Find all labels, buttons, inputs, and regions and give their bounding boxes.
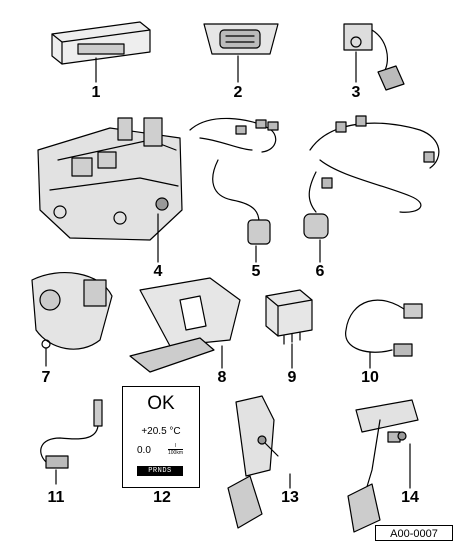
display-temperature: +20.5 °C [141,426,181,437]
label-14: 14 [401,489,419,506]
diagnostic-connector-illustration [203,23,279,83]
instrument-display-panel: OK +20.5 °C 0.0 l 100km PRNDS [122,386,200,488]
label-9: 9 [287,369,297,386]
display-status-text: OK [147,393,175,414]
label-1: 1 [91,84,101,101]
label-13: 13 [281,489,299,506]
switch-sensor-illustration [343,23,405,91]
label-8: 8 [217,369,227,386]
label-5: 5 [251,263,261,280]
temperature-sensor-illustration [40,399,103,485]
label-11: 11 [47,489,65,506]
display-consumption-unit: l 100km [168,443,184,456]
brake-pedal-illustration [347,399,419,533]
speed-sensor-illustration [345,299,423,369]
valve-body-illustration [37,117,183,263]
label-2: 2 [233,84,243,101]
display-consumption: 0.0 [137,445,151,456]
gearbox-wiring-illustration [303,115,440,263]
unit-numerator: l [174,443,177,449]
unit-denominator: 100km [168,449,184,456]
accelerator-pedal-illustration [227,395,291,529]
label-4: 4 [153,263,163,280]
control-unit-illustration [51,21,151,83]
wiring-harness-illustration [189,117,279,263]
gear-selector-indicator: PRNDS [137,466,183,476]
label-3: 3 [351,84,361,101]
label-12: 12 [153,489,171,506]
selector-gate-illustration [129,277,241,373]
relay-illustration [265,289,313,369]
label-6: 6 [315,263,325,280]
label-10: 10 [361,369,379,386]
multifunction-switch-illustration [31,272,113,367]
label-7: 7 [41,369,51,386]
figure-reference-code: A00-0007 [375,525,453,541]
